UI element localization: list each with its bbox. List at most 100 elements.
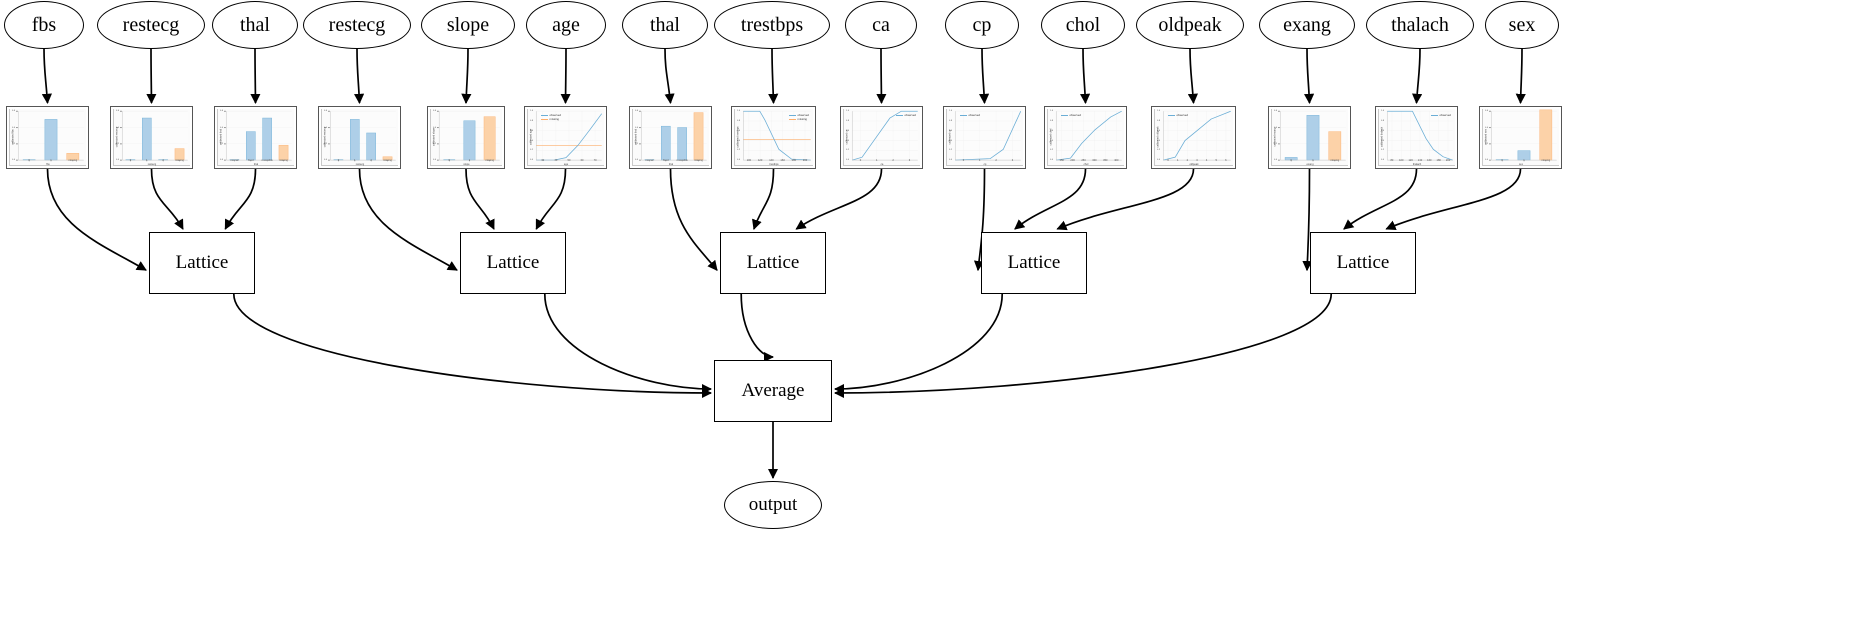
- feature-node-thal-2[interactable]: thal: [212, 1, 298, 49]
- edge-calibrator-c11-to-l3: [1056, 168, 1195, 231]
- calibrator-ytick: 0.0: [1485, 159, 1489, 162]
- legend-swatch-missing: [788, 119, 796, 121]
- edge-trestbps-to-calibrator-7: [768, 48, 779, 105]
- lattice-node-1[interactable]: Lattice: [460, 232, 566, 294]
- lattice-node-2[interactable]: Lattice: [720, 232, 826, 294]
- calibrator-xtick: 5: [1215, 159, 1217, 162]
- calibrator-xtick: 200: [802, 159, 808, 162]
- calibrator-ylabel: calibrated age: [529, 128, 533, 146]
- calibrator-xlabel: thal: [253, 162, 259, 166]
- calibrator-xtick: 2: [1186, 159, 1189, 162]
- calibrator-xtick: 1: [1523, 159, 1525, 162]
- edge-exang-to-calibrator-12: [1303, 48, 1315, 105]
- calibrator-xtick: 0: [129, 159, 132, 162]
- calibrator-legend: observed: [1061, 113, 1081, 117]
- calibrator-ytick: 0.2: [737, 149, 741, 152]
- calibrator-ytick: 0.6: [1157, 129, 1161, 132]
- calibrator-legend: observed: [1168, 113, 1188, 117]
- edge-sex-to-calibrator-14: [1515, 48, 1526, 105]
- average-node[interactable]: Average: [714, 360, 832, 422]
- feature-node-oldpeak-11[interactable]: oldpeak: [1136, 1, 1244, 49]
- edge-oldpeak-to-calibrator-11: [1187, 48, 1198, 105]
- feature-node-age-5[interactable]: age: [526, 1, 606, 49]
- calibrator-ytick: 0.2: [1050, 149, 1054, 152]
- calibrator-ytick: 0.0: [846, 159, 850, 162]
- feature-node-chol-10[interactable]: chol: [1041, 1, 1125, 49]
- feature-node-slope-4[interactable]: slope: [421, 1, 515, 49]
- feature-node-fbs-0[interactable]: fbs: [4, 1, 84, 49]
- calibrator-ytick: 0.2: [949, 149, 953, 152]
- edge-calibrator-c5-to-l1: [535, 168, 567, 230]
- calibrator-ytick: 0.6: [846, 129, 850, 132]
- feature-node-thalach-13[interactable]: thalach: [1366, 1, 1474, 49]
- lattice-node-label: Lattice: [486, 252, 540, 273]
- edge-calibrator-c14-to-l4: [1385, 168, 1522, 231]
- calibrator-ylabel: calibrated restecg: [323, 126, 327, 148]
- calibrator-ytick: 0.8: [1050, 120, 1054, 122]
- calibrator-ytick: 0.8: [1381, 120, 1385, 122]
- calibrator-ytick: 0.8: [846, 120, 850, 122]
- calibrator-xtick: normal: [645, 159, 654, 162]
- feature-node-restecg-3[interactable]: restecg: [303, 1, 411, 49]
- edge-cp-to-calibrator-9: [978, 48, 990, 105]
- feature-node-trestbps-7[interactable]: trestbps: [714, 1, 830, 49]
- lattice-node-4[interactable]: Lattice: [1310, 232, 1416, 294]
- calibrator-ytick: 0.4: [530, 139, 534, 142]
- feature-node-ca-8[interactable]: ca: [845, 1, 917, 49]
- calibrator-xtick: 140: [769, 159, 774, 162]
- output-node[interactable]: output: [724, 481, 822, 529]
- feature-node-label: fbs: [31, 13, 57, 36]
- feature-node-cp-9[interactable]: cp: [945, 1, 1019, 49]
- feature-node-label: thal: [240, 13, 270, 36]
- calibrator-ylabel: calibrated thalach: [1380, 126, 1384, 148]
- calibrator-ytick: 0.0: [1274, 159, 1278, 162]
- calibrator-xtick: 150: [1059, 159, 1064, 162]
- legend-swatch-missing: [541, 119, 548, 121]
- calibrator-ytick: 1.0: [1381, 110, 1385, 113]
- feature-node-exang-12[interactable]: exang: [1259, 1, 1355, 49]
- calibrator-ylabel: calibrated oldpeak: [1156, 126, 1160, 148]
- feature-node-thal-6[interactable]: thal: [622, 1, 708, 49]
- edge-thal-to-calibrator-6: [664, 48, 675, 105]
- edge-calibrator-c8-to-l2: [795, 168, 883, 230]
- edge-age-to-calibrator-5: [560, 48, 571, 105]
- calibrator-ytick: 0.6: [116, 110, 120, 113]
- calibrator-xlabel: thal: [668, 162, 674, 166]
- calibrator-ytick: 0.0: [737, 159, 741, 162]
- legend-label: observed: [1069, 113, 1082, 117]
- output-node-label: output: [748, 494, 798, 515]
- feature-node-sex-14[interactable]: sex: [1485, 1, 1559, 49]
- calibrator-xtick: 1: [50, 159, 52, 162]
- calibrator-xtick: 180: [791, 159, 797, 162]
- calibrator-xtick: 6: [1225, 159, 1227, 162]
- calibrator-ytick: 0.6: [12, 110, 16, 113]
- calibrator-xlabel: cp: [983, 162, 987, 166]
- calibrator-xtick: 2: [370, 159, 372, 162]
- calibrator-ytick: 0.2: [324, 142, 328, 145]
- calibrator-xtick: 3: [1011, 159, 1014, 162]
- lattice-node-0[interactable]: Lattice: [149, 232, 255, 294]
- feature-node-restecg-1[interactable]: restecg: [97, 1, 205, 49]
- average-node-label: Average: [741, 380, 805, 401]
- lattice-node-3[interactable]: Lattice: [981, 232, 1087, 294]
- edge-ca-to-calibrator-8: [876, 48, 887, 105]
- calibrator-legend: observed: [1430, 113, 1451, 117]
- calibrator-xlabel: thalach: [1412, 162, 1422, 166]
- feature-node-label: thalach: [1391, 13, 1449, 36]
